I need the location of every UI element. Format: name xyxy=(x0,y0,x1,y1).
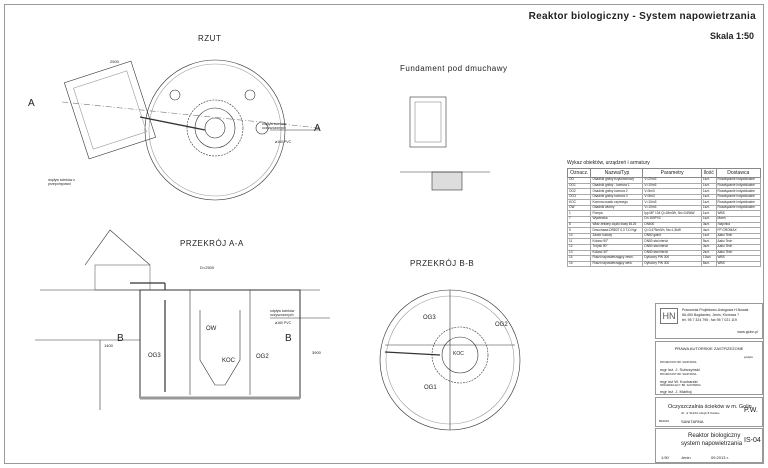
label-og1-bb: OG1 xyxy=(424,385,437,391)
label-og2-bb: OG2 xyxy=(495,322,508,328)
drawing-scale: Skala 1:50 xyxy=(709,31,754,41)
author-role: PROJEKTANT: BR. SANITARNA xyxy=(660,361,697,364)
signature-label: podpis xyxy=(744,355,753,359)
object-sub: dz. nr 311/10 obręb 8 Karsko xyxy=(681,411,720,415)
label-koc-bb: KOC xyxy=(453,351,464,357)
bom-cell: Ruszt napowietrzający wew. xyxy=(590,260,644,268)
foundation-view xyxy=(400,96,490,191)
dim-1400: 1400 xyxy=(104,343,113,348)
section-marker-a-right: A xyxy=(314,123,321,134)
section-marker-a-left: A xyxy=(28,98,35,109)
bom-header: Ilość xyxy=(700,168,717,178)
label-og3-bb: OG3 xyxy=(423,315,436,321)
label-outflow-aa: odpływ ścieków oczyszczonych xyxy=(270,309,295,317)
company-phone: tel. 95 7 324 795 ; fax 95 7 021 119 xyxy=(682,318,737,322)
section-aa-view xyxy=(35,229,330,410)
author-name: mgr inż. J. Mańtoj xyxy=(660,389,692,394)
drawing-place: Jenin xyxy=(681,455,691,460)
view-title-section-bb: PRZEKRÓJ B-B xyxy=(410,259,475,268)
label-inflow: dopływ ścieków z przepompowni xyxy=(48,178,76,186)
branch: SANITARNA xyxy=(681,419,704,424)
branch-label: BRANŻA xyxy=(659,420,670,423)
dim-diameter: D=2500 xyxy=(200,265,215,270)
label-pvc-plan: ø160 PVC xyxy=(275,140,292,144)
bom-cell: Dyfuzory PW 300 xyxy=(642,260,702,268)
drawing-date: 09.2013 r. xyxy=(711,455,729,460)
drawing-number: IS-04 xyxy=(744,437,761,444)
section-marker-b-left: B xyxy=(117,333,124,344)
drawing-box: Reaktor biologiczny system napowietrzani… xyxy=(655,428,763,463)
company-name: Pracownia Projektowo-Usługowa H.Nowak xyxy=(682,308,749,312)
plan-view xyxy=(61,59,321,201)
author-role: SPRAWDZAJĄCY: BR. SANITARNA xyxy=(660,384,701,387)
bom-header: Parametry xyxy=(642,168,702,178)
bom-header: Oznacz. xyxy=(566,168,592,178)
authors-box: PRAWA AUTORSKIE ZASTRZEŻONE podpis PROJE… xyxy=(655,341,763,395)
bom-title: Wykaz obiektów, urządzeń i armatury xyxy=(567,160,650,166)
bom-cell: 15 xyxy=(566,260,592,268)
author-name: mgr inż. J. Sobczyński xyxy=(660,367,700,372)
label-og2-aa: OG2 xyxy=(256,354,269,360)
dim-2500: 2500 xyxy=(110,59,119,64)
label-koc: KOC xyxy=(222,358,236,364)
bom-header: Nazwa/Typ xyxy=(590,168,644,178)
view-title-plan: RZUT xyxy=(198,34,222,43)
bom-cell: WBS xyxy=(715,260,761,268)
bom-header: Dostawca xyxy=(715,168,761,178)
drawing-name-2: system napowietrzania xyxy=(681,441,743,447)
author-name: mgr inż W. Kucharski xyxy=(660,379,698,384)
company-address: 66-450 Bogdaniec, Jenin, Klonowa 7 xyxy=(682,313,740,317)
drawing-scale-value: 1:50 xyxy=(661,455,669,460)
company-logo: HN xyxy=(660,308,678,324)
label-og3-aa: OG3 xyxy=(148,353,161,359)
section-marker-b-right: B xyxy=(285,333,292,344)
label-outflow-plan: odpływ ścieków oczyszczonych xyxy=(262,122,287,130)
object-box: Oczyszczalnia ścieków w m. Golin dz. nr … xyxy=(655,397,763,427)
dim-3900: 3900 xyxy=(312,350,321,355)
author-role: PROJEKTANT: BR. SANITARNA xyxy=(660,373,697,376)
drawing-title: Reaktor biologiczny - System napowietrza… xyxy=(528,11,756,22)
company-web: www.pjuhn.pl xyxy=(737,330,758,334)
object-name: Oczyszczalnia ścieków w m. Golin xyxy=(668,404,752,410)
drawing-frame xyxy=(4,4,764,464)
section-bb-view xyxy=(379,289,521,431)
label-ow: OW xyxy=(206,326,217,332)
company-box: HN Pracownia Projektowo-Usługowa H.Nowak… xyxy=(655,303,763,339)
label-pvc-aa: ø160 PVC xyxy=(275,321,292,325)
bom-cell: 6szt. xyxy=(700,260,717,268)
view-title-section-aa: PRZEKRÓJ A-A xyxy=(180,239,244,248)
design-stage: P.W. xyxy=(744,407,758,414)
view-title-foundation: Fundament pod dmuchawy xyxy=(400,64,508,73)
drawing-name: Reaktor biologiczny xyxy=(688,433,741,439)
copyright: PRAWA AUTORSKIE ZASTRZEŻONE xyxy=(674,346,744,351)
